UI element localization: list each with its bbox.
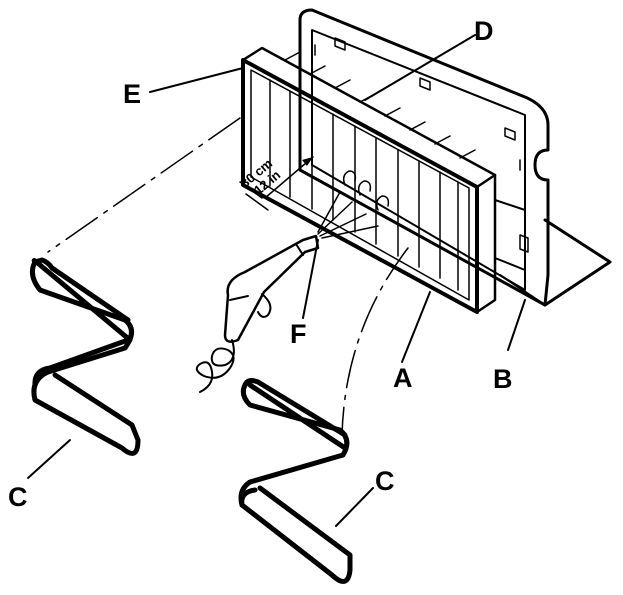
label-a: A <box>393 363 413 393</box>
label-c-right: C <box>375 466 395 496</box>
water-spray-f <box>317 191 379 239</box>
water-spray-swirls <box>342 170 390 211</box>
dashed-guide-lines <box>47 117 409 436</box>
label-c-left: C <box>8 482 28 512</box>
spring-clip-c-right <box>238 378 353 584</box>
callout-leaders <box>27 34 526 527</box>
label-e: E <box>123 79 141 109</box>
spray-gun <box>195 234 320 393</box>
label-d: D <box>474 16 494 46</box>
filter-face-a <box>241 58 479 314</box>
label-f: F <box>290 319 307 349</box>
filter-housing-b <box>298 8 612 307</box>
label-b: B <box>493 364 513 394</box>
spring-clip-c-left <box>29 257 141 456</box>
